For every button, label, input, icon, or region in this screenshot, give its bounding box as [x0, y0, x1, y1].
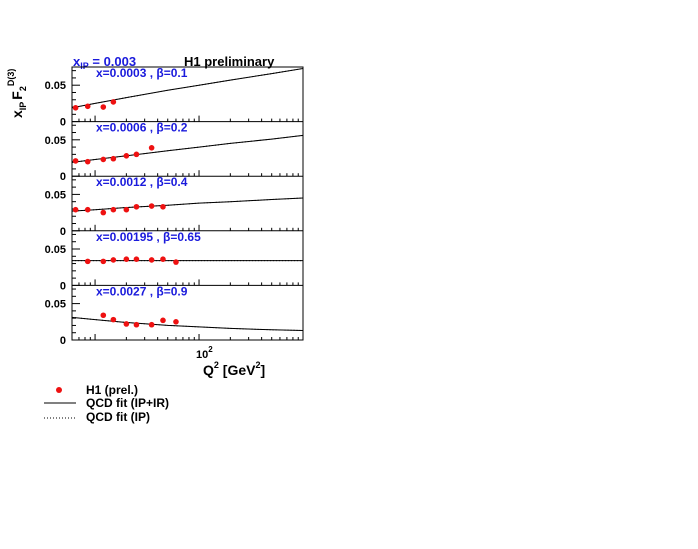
data-point — [123, 153, 130, 159]
data-point — [148, 203, 155, 209]
data-point — [160, 256, 166, 262]
data-point — [133, 151, 140, 158]
plot-frame — [71, 66, 304, 341]
y-tick-label: 0 — [60, 335, 66, 347]
y-tick-label: 0.05 — [45, 80, 66, 92]
y-tick-label: 0 — [60, 226, 66, 238]
data-point — [110, 316, 117, 323]
y-axis-title: xIPF2D(3) — [6, 69, 28, 118]
data-point — [72, 206, 79, 213]
y-tick-label: 0.05 — [45, 244, 66, 256]
data-point — [148, 257, 155, 263]
data-point — [123, 206, 130, 213]
y-tick-label: 0 — [60, 280, 66, 292]
legend-fit-ip-ir-label: QCD fit (IP+IR) — [86, 396, 169, 410]
data-point — [133, 203, 140, 210]
data-point — [72, 104, 79, 111]
data-point — [84, 258, 91, 265]
xip-header: xIP = 0.003 — [73, 54, 136, 71]
panels: 0 0.05 x=0.0003 , β=0.1 0 0.05 x=0.0006 , β=0… — [45, 66, 304, 347]
data-point — [110, 206, 117, 213]
y-tick-label: 0 — [60, 117, 66, 129]
data-point — [100, 312, 107, 319]
panel-label: x=0.0003 , β=0.1 — [96, 66, 188, 80]
panel-label: x=0.0027 , β=0.9 — [96, 284, 188, 298]
data-point — [110, 155, 117, 162]
data-point — [133, 256, 140, 262]
data-point — [100, 258, 107, 265]
fit-ip-line — [71, 316, 304, 331]
data-point — [173, 259, 179, 265]
x-axis-title: Q2 [GeV2] — [203, 360, 265, 378]
data-point — [100, 209, 107, 216]
data-point — [84, 206, 91, 213]
data-point — [148, 321, 155, 328]
legend-fit-ip-label: QCD fit (IP) — [86, 410, 150, 424]
y-tick-label: 0.05 — [45, 299, 66, 311]
y-tick-label: 0.05 — [45, 135, 66, 147]
fit-ip-ir-line — [71, 197, 304, 212]
fit-ip-ir-line — [71, 134, 304, 163]
panel-label: x=0.0006 , β=0.2 — [96, 121, 188, 135]
data-point — [123, 321, 130, 327]
preliminary-label: H1 preliminary — [184, 54, 275, 69]
panel-label: x=0.00195 , β=0.65 — [96, 230, 201, 244]
data-point — [72, 158, 79, 164]
data-point — [110, 99, 117, 105]
fit-ip-line — [71, 68, 304, 109]
data-point — [148, 145, 155, 151]
data-point — [110, 257, 117, 263]
data-point — [173, 319, 179, 325]
data-point — [160, 203, 166, 210]
data-point — [133, 321, 140, 328]
legend: H1 (prel.) QCD fit (IP+IR) QCD fit (IP) — [44, 383, 169, 424]
legend-data-label: H1 (prel.) — [86, 383, 138, 397]
fit-ip-line — [71, 197, 304, 212]
data-point — [160, 317, 166, 324]
panel-label: x=0.0012 , β=0.4 — [96, 175, 188, 189]
legend-data-marker — [56, 387, 62, 393]
y-tick-label: 0 — [60, 171, 66, 183]
fit-ip-ir-line — [71, 316, 304, 331]
data-point — [123, 256, 130, 262]
data-point — [84, 158, 91, 165]
y-tick-label: 0.05 — [45, 189, 66, 201]
data-point — [84, 103, 91, 110]
data-point — [100, 104, 107, 110]
x-tick-label-100: 102 — [196, 345, 213, 361]
data-point — [100, 156, 107, 163]
